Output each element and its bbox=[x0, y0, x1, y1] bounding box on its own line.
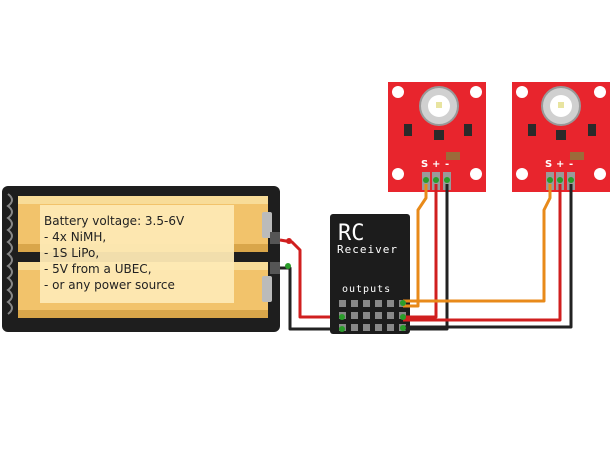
note-line-4: - 5V from a UBEC, bbox=[44, 262, 152, 276]
led-left-plus-wire bbox=[403, 184, 438, 319]
led-right-pin-minus: - bbox=[569, 159, 573, 170]
receiver-subtitle: Receiver bbox=[337, 243, 398, 256]
led-module-left: S + - bbox=[388, 82, 486, 192]
led-right-pin-s: S bbox=[545, 159, 552, 170]
led-right-signal-wire bbox=[403, 184, 552, 303]
note-line-5: - or any power source bbox=[44, 278, 175, 292]
led-left-pin-minus: - bbox=[445, 159, 449, 170]
led-module-right: S + - bbox=[512, 82, 610, 192]
battery-voltage-note: Battery voltage: 3.5-6V - 4x NiMH, - 1S … bbox=[44, 213, 234, 303]
note-line-2: - 4x NiMH, bbox=[44, 230, 107, 244]
led-left-minus-wire bbox=[403, 184, 449, 331]
led-right-pin-plus: + bbox=[556, 159, 564, 170]
led-left-pin-plus: + bbox=[432, 159, 440, 170]
receiver-outputs-label: outputs bbox=[342, 284, 391, 295]
rc-receiver: RC Receiver outputs bbox=[330, 214, 410, 334]
led-left-pin-s: S bbox=[421, 159, 428, 170]
led-right-plus-wire bbox=[403, 184, 562, 322]
battery-note-box bbox=[40, 205, 234, 303]
led-wires bbox=[403, 184, 573, 331]
led-left-signal-wire bbox=[403, 184, 428, 308]
receiver-title: RC bbox=[338, 221, 365, 246]
note-line-1: Battery voltage: 3.5-6V bbox=[44, 214, 185, 228]
led-right-minus-wire bbox=[403, 184, 573, 329]
battery-black-wire bbox=[280, 266, 342, 331]
note-line-3: - 1S LiPo, bbox=[44, 246, 100, 260]
